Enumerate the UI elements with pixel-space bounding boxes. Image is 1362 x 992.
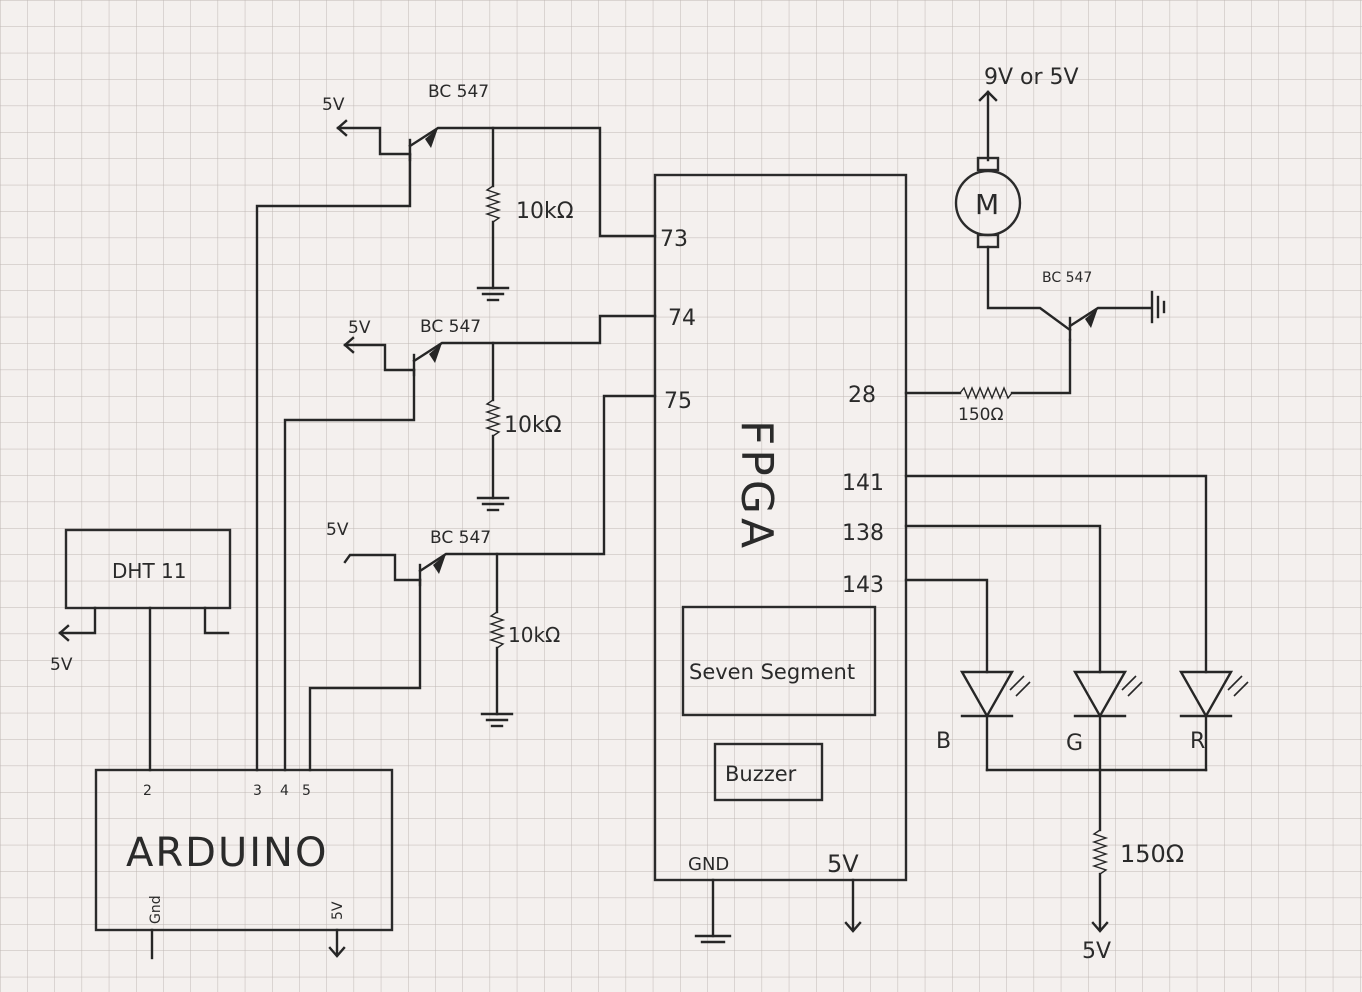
r1-label: 10kΩ: [516, 199, 574, 224]
resistor-r3: 10kΩ: [480, 552, 560, 728]
transistor-q2: BC 547 5V: [343, 314, 657, 377]
arduino-pin-3-label: 3: [253, 783, 262, 799]
transistor-q1: BC 547 5V: [322, 82, 657, 238]
q3-5v-label: 5V: [326, 520, 349, 540]
seven-segment-label: Seven Segment: [689, 660, 855, 684]
motor-circuit: 9V or 5V M BC 547 150Ω: [904, 65, 1166, 425]
arduino-5v-label: 5V: [330, 901, 346, 920]
led-blue: B: [936, 670, 1031, 772]
fpga-pin-143: 143: [842, 573, 884, 598]
q1-5v-label: 5V: [322, 95, 345, 115]
fpga-pin-73: 73: [660, 227, 688, 252]
dht11-label: DHT 11: [112, 559, 186, 583]
q2-label: BC 547: [420, 317, 481, 337]
arduino-wires: [148, 153, 422, 960]
arduino-label: ARDUINO: [126, 830, 328, 876]
fpga-pin-141: 141: [842, 471, 884, 496]
rgb-led-circuit: B G R 150Ω 5V: [904, 474, 1249, 964]
r-led-label: 150Ω: [1120, 840, 1184, 868]
fpga-label: FPGA: [731, 420, 782, 552]
buzzer-label: Buzzer: [725, 762, 797, 786]
led-red: R: [1178, 670, 1249, 772]
q1-label: BC 547: [428, 82, 489, 102]
arduino-pin-2-label: 2: [143, 783, 152, 799]
transistor-q3: BC 547 5V: [326, 394, 657, 587]
led-red-label: R: [1190, 729, 1205, 754]
q3-label: BC 547: [430, 528, 491, 548]
fpga-pin-28: 28: [848, 383, 876, 408]
led-green: G: [1066, 670, 1143, 772]
arduino-gnd-label: Gnd: [148, 895, 164, 924]
r2-label: 10kΩ: [504, 413, 562, 438]
motor-label: M: [975, 188, 999, 221]
dht11-block: DHT 11: [64, 528, 232, 610]
q2-5v-label: 5V: [348, 318, 371, 338]
resistor-r1: 10kΩ: [476, 126, 574, 302]
q4-label: BC 547: [1042, 270, 1092, 286]
arduino-pin-5-label: 5: [302, 783, 311, 799]
arduino-pin-4-label: 4: [280, 783, 289, 799]
dht-5v-label: 5V: [50, 655, 73, 675]
r3-label: 10kΩ: [508, 623, 560, 647]
r-motor-label: 150Ω: [958, 405, 1003, 425]
motor-supply-label: 9V or 5V: [984, 65, 1079, 90]
fpga-pin-75: 75: [664, 389, 692, 414]
fpga-gnd-label: GND: [688, 854, 729, 875]
led-blue-label: B: [936, 729, 951, 754]
fpga-power-wires: [694, 878, 862, 944]
arduino-block: ARDUINO 2 3 4 5 Gnd 5V: [94, 768, 394, 932]
dht-power-wires: 5V: [50, 606, 230, 675]
fpga-5v-label: 5V: [827, 850, 859, 878]
fpga-pin-74: 74: [668, 306, 696, 331]
resistor-r2: 10kΩ: [476, 341, 562, 512]
fpga-pin-labels: 73 74 75 28 141 138 143: [660, 227, 884, 598]
led-green-label: G: [1066, 731, 1083, 756]
led-5v-label: 5V: [1082, 939, 1111, 964]
fpga-pin-138: 138: [842, 521, 884, 546]
fpga-block: FPGA Seven Segment Buzzer GND 5V: [653, 173, 908, 882]
